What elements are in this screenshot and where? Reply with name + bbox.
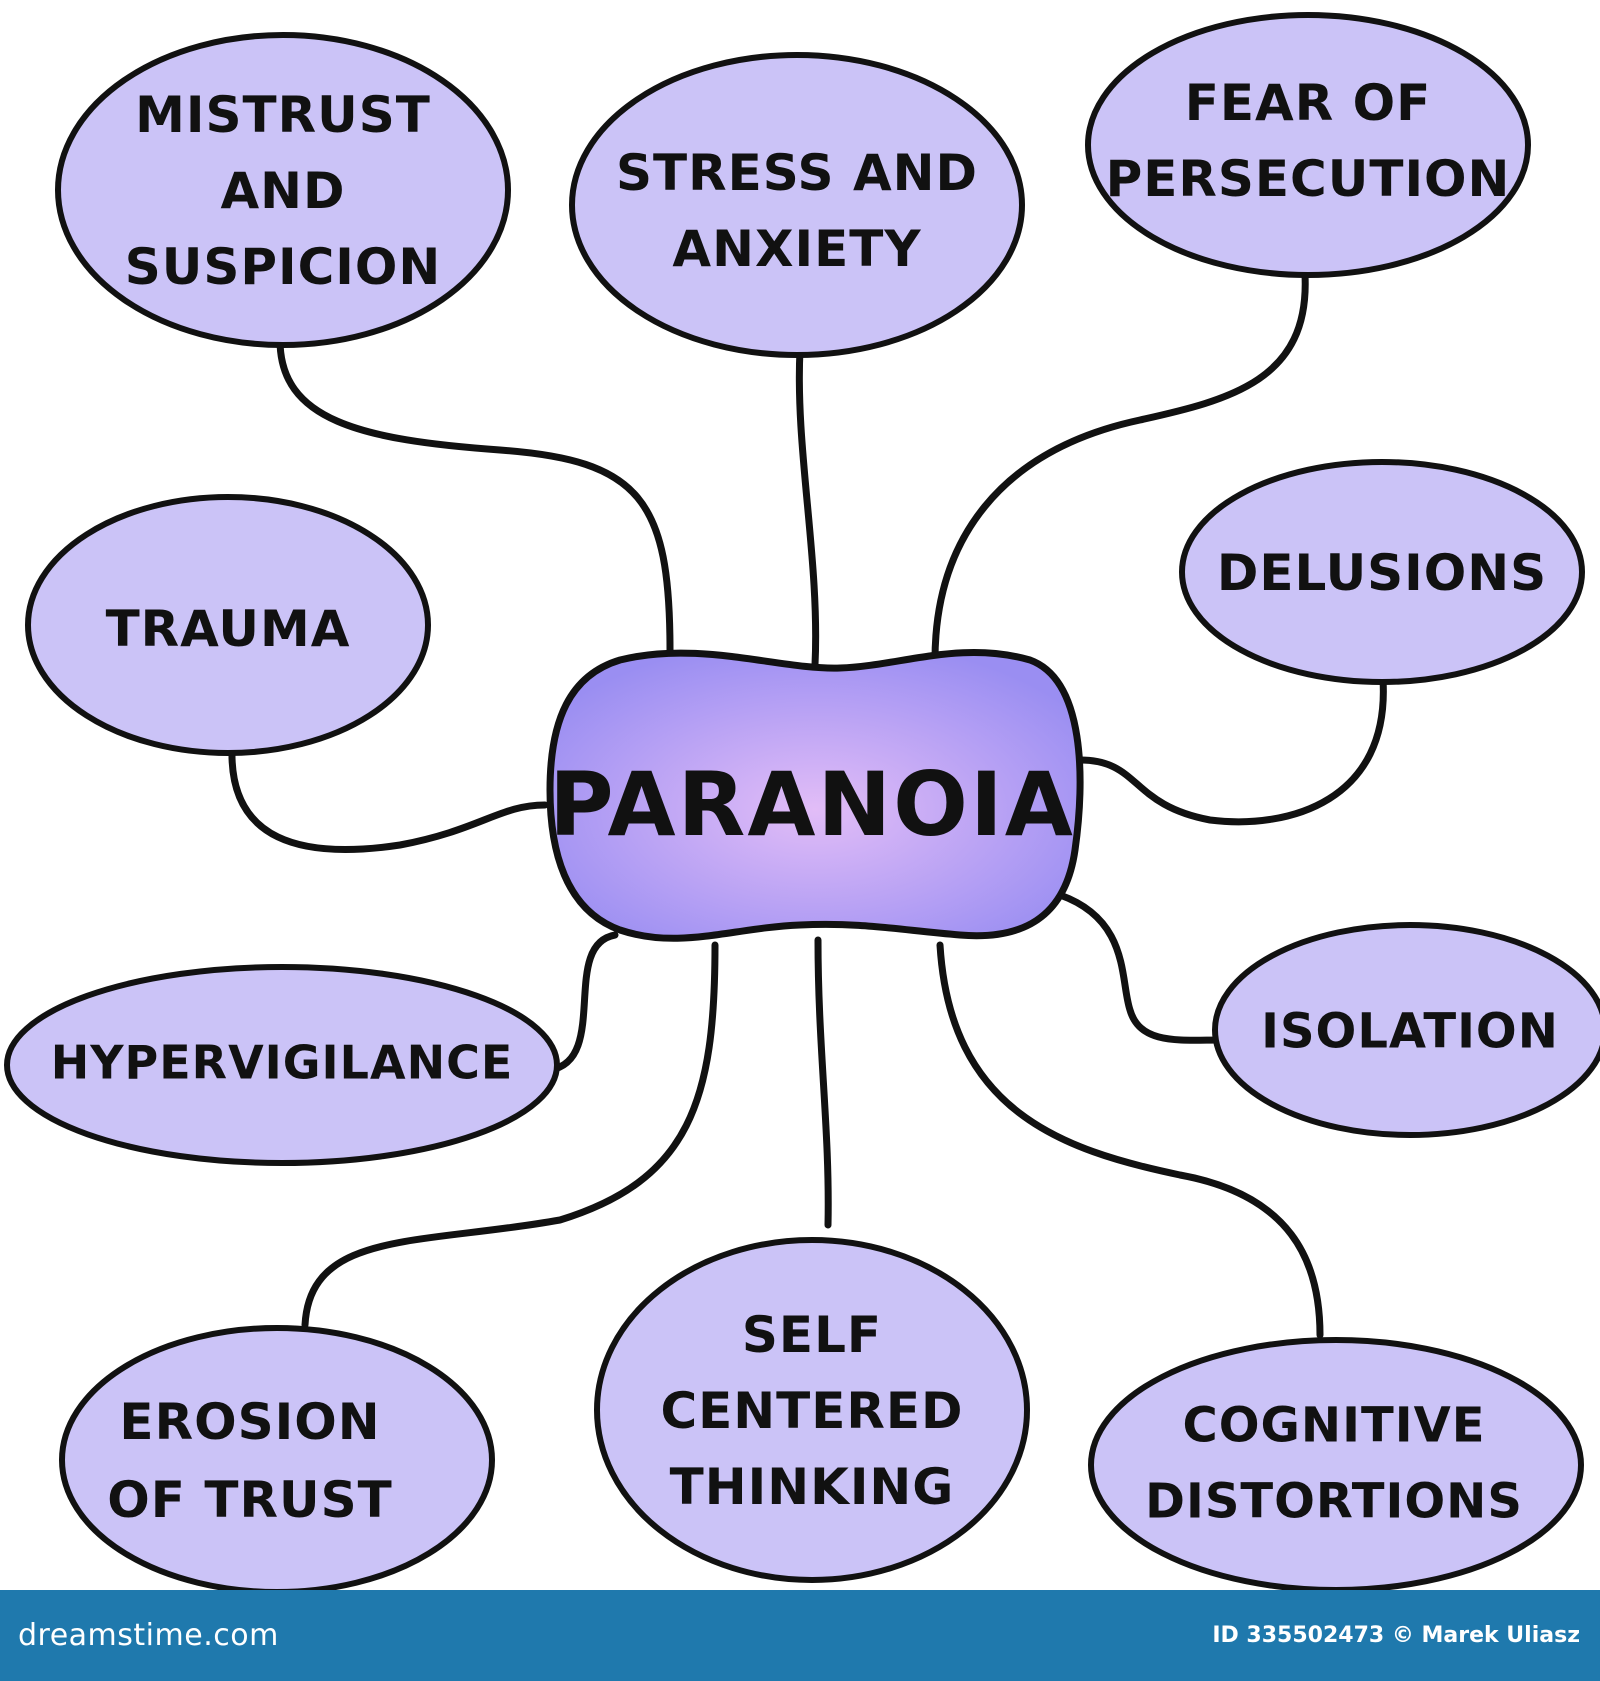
node-label-cognitive-distortions: COGNITIVE DISTORTIONS (1145, 1397, 1523, 1529)
node-bubble-trauma (25, 494, 431, 756)
node-label-trauma: TRAUMA (106, 600, 351, 658)
node-label-line: CENTERED (660, 1382, 963, 1440)
node-label-line: DELUSIONS (1217, 544, 1547, 602)
node-bubble-fear (1085, 12, 1531, 278)
node-bubble-erosion (59, 1325, 495, 1590)
node-label-hypervigilance: HYPERVIGILANCE (51, 1036, 514, 1090)
connector-stress (795, 346, 820, 669)
center-label: PARANOIA (549, 753, 1075, 856)
connector-self (814, 936, 832, 1229)
node-label-line: DISTORTIONS (1145, 1473, 1523, 1529)
node-label-line: OF TRUST (107, 1471, 392, 1529)
node-label-fear-of-persecution: FEAR OF PERSECUTION (1106, 74, 1511, 208)
node-label-erosion-of-trust: EROSION OF TRUST (107, 1393, 392, 1529)
node-bubble-delusions (1179, 459, 1585, 685)
node-label-line: MISTRUST (135, 86, 431, 144)
node-label-line: PERSECUTION (1106, 150, 1511, 208)
node-bubble-self (594, 1237, 1030, 1583)
footer-logo[interactable]: dreamstime.com (18, 1618, 279, 1653)
node-label-line: HYPERVIGILANCE (51, 1036, 514, 1090)
node-label-line: ANXIETY (672, 220, 921, 278)
footer-bar: dreamstime.com ID 335502473 © Marek Ulia… (0, 1590, 1600, 1681)
connector-erosion (301, 941, 719, 1329)
node-bubble-isolation (1212, 922, 1600, 1138)
node-label-line: COGNITIVE (1183, 1397, 1486, 1453)
node-label-line: FEAR OF (1185, 74, 1432, 132)
node-label-mistrust-and-suspicion: MISTRUST AND SUSPICION (125, 86, 442, 296)
node-label-line: ISOLATION (1261, 1003, 1559, 1059)
connector-mistrust (276, 336, 674, 654)
node-label-line: AND (220, 162, 345, 220)
node-label-self-centered-thinking: SELF CENTERED THINKING (660, 1306, 963, 1516)
node-label-line: EROSION (119, 1393, 380, 1451)
connector-delusions (1076, 676, 1387, 826)
mind-map-diagram: PARANOIA MISTRUST AND SUSPICION STRESS AND A… (4, 12, 1600, 1590)
node-label-line: STRESS AND (616, 144, 978, 202)
connector-fear (931, 271, 1309, 664)
node-label-isolation: ISOLATION (1261, 1003, 1559, 1059)
footer-credit: ID 335502473 © Marek Uliasz (1212, 1623, 1580, 1648)
node-bubble-mistrust (55, 32, 511, 348)
connector-isolation (1056, 891, 1224, 1044)
node-label-stress-and-anxiety: STRESS AND ANXIETY (616, 144, 978, 278)
node-label-line: SELF (742, 1306, 882, 1364)
node-label-line: SUSPICION (125, 238, 442, 296)
connector-trauma (228, 746, 549, 853)
node-bubble-cognitive (1088, 1337, 1584, 1590)
node-bubble-stress (569, 52, 1025, 358)
connector-hypervigilance (546, 931, 619, 1074)
node-label-line: THINKING (670, 1458, 955, 1516)
connector-cognitive (936, 941, 1324, 1339)
node-label-line: TRAUMA (106, 600, 351, 658)
node-labels: MISTRUST AND SUSPICION STRESS AND ANXIETY FEA… (51, 74, 1559, 1529)
node-bubble-hypervigilance (4, 964, 560, 1166)
center-blob (546, 648, 1084, 942)
node-label-delusions: DELUSIONS (1217, 544, 1547, 602)
